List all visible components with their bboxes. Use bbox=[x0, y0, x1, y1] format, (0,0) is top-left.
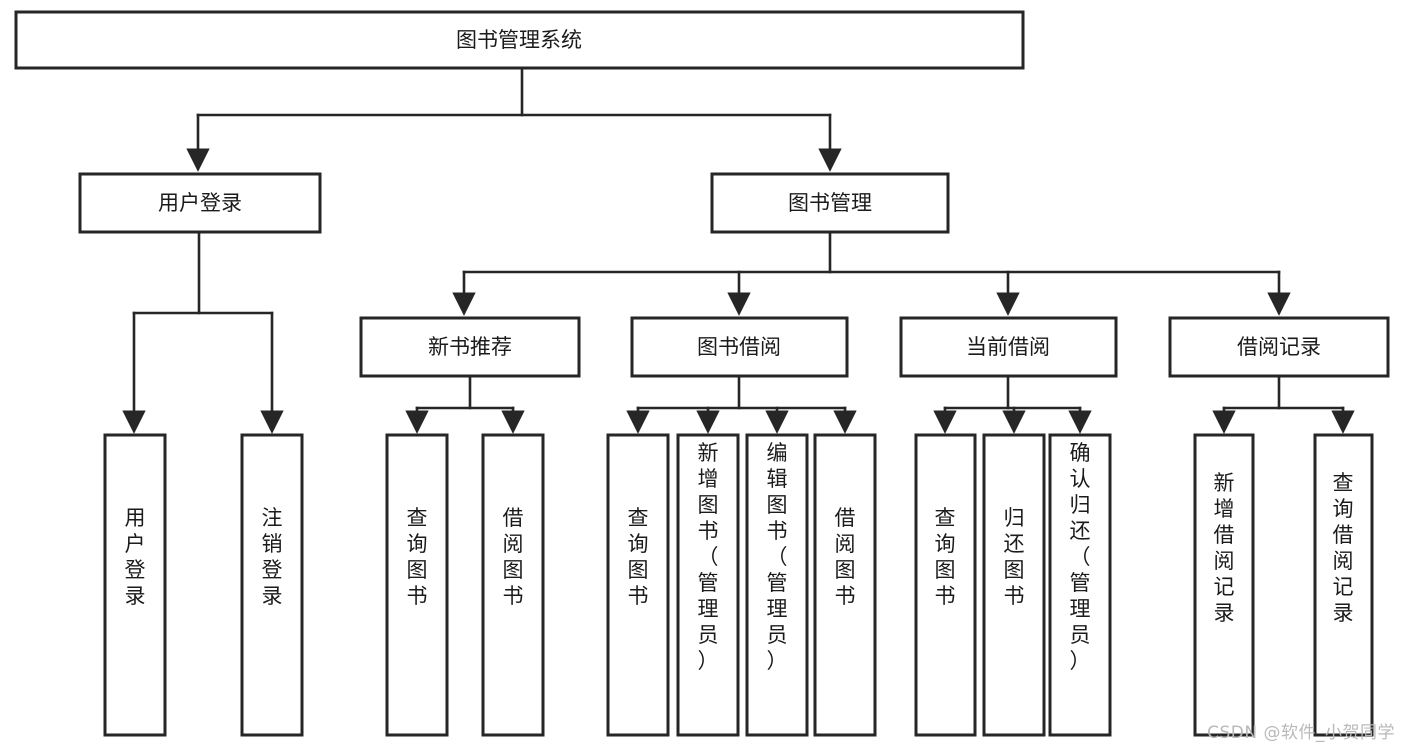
node-leaf-borrow-book-2-box[interactable] bbox=[813, 433, 877, 737]
node-book-manage-box[interactable] bbox=[710, 172, 950, 234]
node-leaf-query-book-2-box[interactable] bbox=[606, 433, 670, 737]
node-leaf-borrow-book-2-label: 借阅图书 bbox=[835, 506, 856, 608]
node-leaf-user-login-box[interactable] bbox=[103, 433, 167, 737]
node-book-manage-label: 图书管理 bbox=[788, 191, 872, 215]
node-leaf-confirm-return-box[interactable] bbox=[1048, 433, 1112, 737]
connector-group-book-borrow bbox=[626, 374, 857, 434]
node-book-borrow[interactable]: 图书借阅 bbox=[630, 316, 849, 378]
node-leaf-confirm-return[interactable]: 确认归还（管理员） bbox=[1048, 433, 1112, 737]
node-leaf-add-record[interactable]: 新增借阅记录 bbox=[1193, 433, 1255, 737]
node-leaf-query-record[interactable]: 查询借阅记录 bbox=[1313, 433, 1374, 737]
node-leaf-query-record-box[interactable] bbox=[1313, 433, 1374, 737]
node-user-login-box[interactable] bbox=[78, 172, 322, 234]
node-leaf-add-book[interactable]: 新增图书（管理员） bbox=[676, 433, 740, 737]
connector-group-borrow-record bbox=[1212, 374, 1355, 434]
node-leaf-edit-book[interactable]: 编辑图书（管理员） bbox=[745, 433, 809, 737]
node-root[interactable]: 图书管理系统 bbox=[14, 10, 1025, 70]
node-leaf-logout-login[interactable]: 注销登录 bbox=[240, 433, 304, 737]
node-leaf-query-book-2-label: 查询图书 bbox=[628, 506, 649, 608]
connector-group-current-borrow bbox=[933, 374, 1092, 434]
node-user-login[interactable]: 用户登录 bbox=[78, 172, 322, 234]
connector-group-root bbox=[186, 66, 842, 172]
node-leaf-add-book-box[interactable] bbox=[676, 433, 740, 737]
node-borrow-record[interactable]: 借阅记录 bbox=[1168, 316, 1390, 378]
node-book-manage[interactable]: 图书管理 bbox=[710, 172, 950, 234]
node-leaf-add-book-label: 新增图书（管理员） bbox=[698, 441, 719, 673]
node-borrow-record-label: 借阅记录 bbox=[1237, 335, 1321, 359]
node-book-borrow-label: 图书借阅 bbox=[697, 335, 781, 359]
node-leaf-query-book-3-box[interactable] bbox=[914, 433, 977, 737]
connector-group-book-manage bbox=[452, 230, 1291, 316]
node-leaf-borrow-book-1-box[interactable] bbox=[481, 433, 545, 737]
node-leaf-edit-book-box[interactable] bbox=[745, 433, 809, 737]
node-leaf-query-book-2[interactable]: 查询图书 bbox=[606, 433, 670, 737]
node-leaf-return-book[interactable]: 归还图书 bbox=[982, 433, 1046, 737]
connector-group-user-login bbox=[122, 230, 284, 434]
node-book-borrow-box[interactable] bbox=[630, 316, 849, 378]
node-leaf-return-book-label: 归还图书 bbox=[1004, 506, 1025, 608]
node-leaf-query-book-3-label: 查询图书 bbox=[935, 506, 956, 608]
node-new-book-recommend-box[interactable] bbox=[359, 316, 581, 378]
node-leaf-return-book-box[interactable] bbox=[982, 433, 1046, 737]
connector-group-new-book-recommend bbox=[405, 374, 525, 434]
node-current-borrow-label: 当前借阅 bbox=[966, 335, 1050, 359]
node-borrow-record-box[interactable] bbox=[1168, 316, 1390, 378]
node-leaf-logout-login-label: 注销登录 bbox=[262, 506, 283, 608]
node-current-borrow-box[interactable] bbox=[899, 316, 1118, 378]
node-new-book-recommend-label: 新书推荐 bbox=[428, 335, 512, 359]
watermark: CSDN @软件_小贺同学 bbox=[1207, 723, 1395, 743]
node-leaf-add-record-label: 新增借阅记录 bbox=[1214, 471, 1235, 625]
node-root-box[interactable] bbox=[14, 10, 1025, 70]
node-leaf-query-record-label: 查询借阅记录 bbox=[1333, 471, 1354, 625]
node-leaf-query-book-1-box[interactable] bbox=[385, 433, 449, 737]
node-current-borrow[interactable]: 当前借阅 bbox=[899, 316, 1118, 378]
node-leaf-add-record-box[interactable] bbox=[1193, 433, 1255, 737]
node-leaf-borrow-book-1[interactable]: 借阅图书 bbox=[481, 433, 545, 737]
node-leaf-query-book-1[interactable]: 查询图书 bbox=[385, 433, 449, 737]
node-leaf-user-login[interactable]: 用户登录 bbox=[103, 433, 167, 737]
node-leaf-confirm-return-label: 确认归还（管理员） bbox=[1070, 441, 1091, 673]
node-leaf-logout-login-box[interactable] bbox=[240, 433, 304, 737]
node-leaf-user-login-label: 用户登录 bbox=[125, 506, 146, 608]
node-leaf-edit-book-label: 编辑图书（管理员） bbox=[767, 441, 788, 673]
node-leaf-borrow-book-1-label: 借阅图书 bbox=[503, 506, 524, 608]
node-user-login-label: 用户登录 bbox=[158, 191, 242, 215]
node-new-book-recommend[interactable]: 新书推荐 bbox=[359, 316, 581, 378]
node-leaf-query-book-1-label: 查询图书 bbox=[407, 506, 428, 608]
node-leaf-borrow-book-2[interactable]: 借阅图书 bbox=[813, 433, 877, 737]
node-root-label: 图书管理系统 bbox=[456, 28, 582, 52]
node-leaf-query-book-3[interactable]: 查询图书 bbox=[914, 433, 977, 737]
